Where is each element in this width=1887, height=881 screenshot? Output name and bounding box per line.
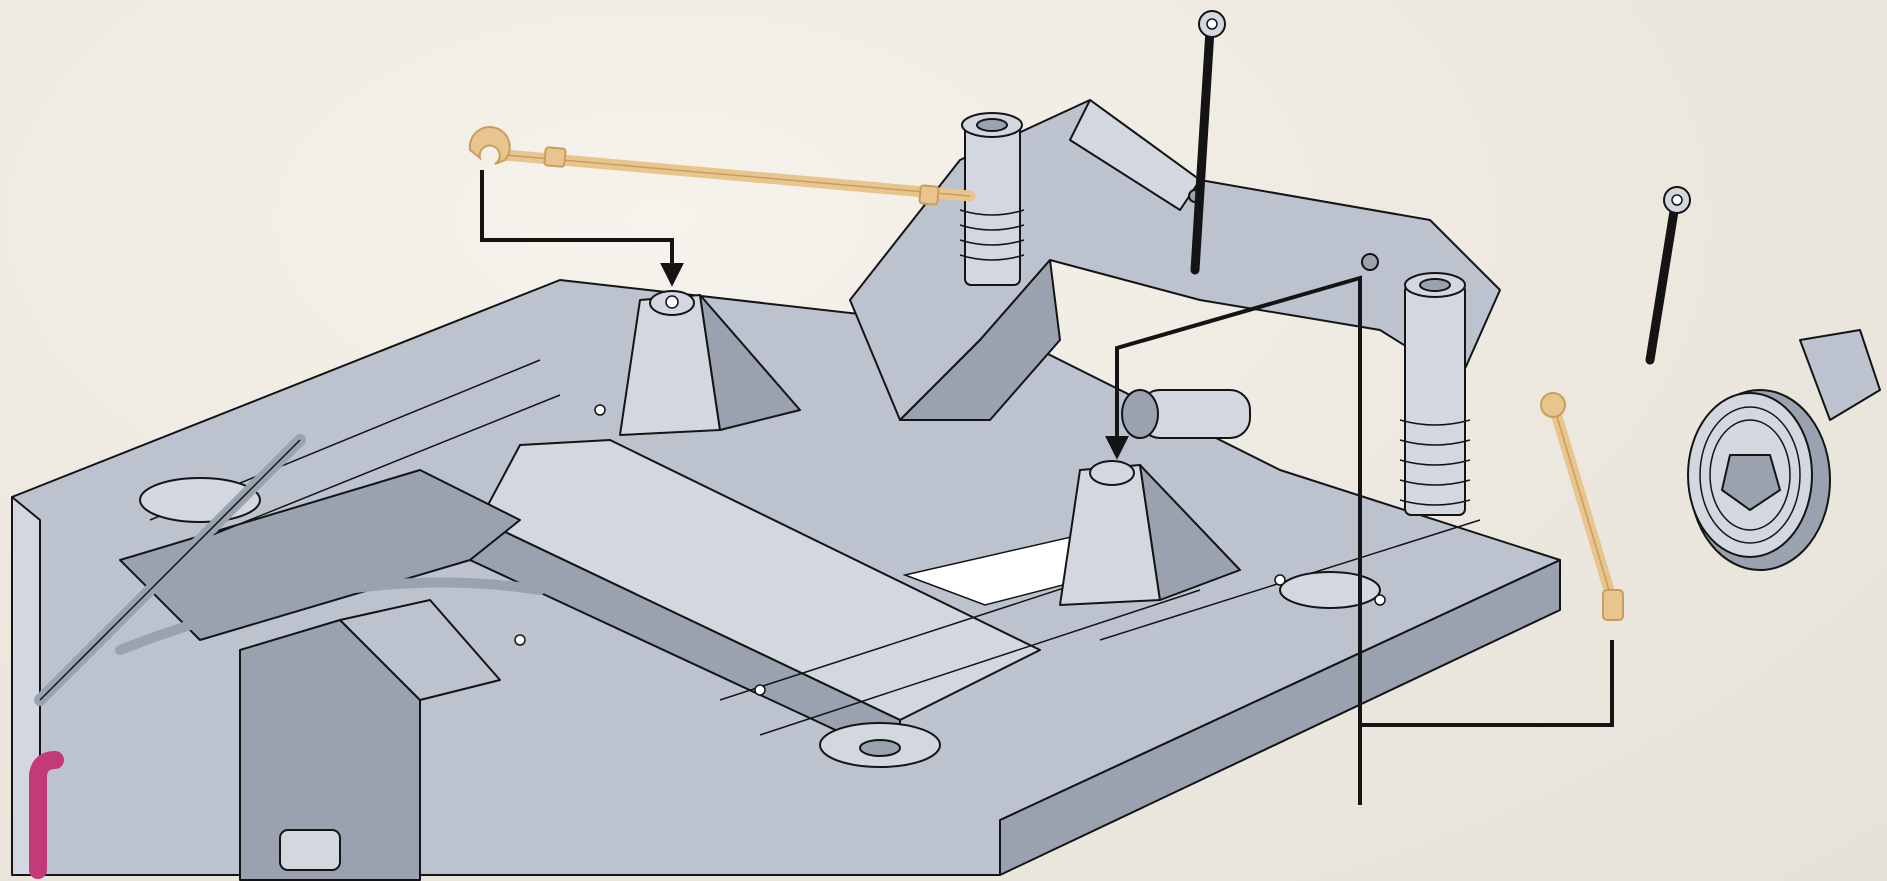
right-strut-assembly <box>1399 272 1471 516</box>
right-bracket-mount <box>1059 460 1241 606</box>
brake-lines <box>34 434 545 706</box>
rear-right-stabilizer-link <box>1540 392 1624 621</box>
rear-left-stabilizer-link <box>468 126 976 206</box>
rear-wheel-hub <box>1687 329 1881 571</box>
upper-shock-rods <box>1190 10 1691 365</box>
left-bracket-mount <box>619 290 801 436</box>
coolant-hose <box>29 751 64 879</box>
drive-shaft <box>1121 389 1251 439</box>
callout-arrow-right <box>1105 275 1614 805</box>
lower-left-components <box>239 599 501 881</box>
rear-subframe <box>849 99 1501 421</box>
left-strut-assembly <box>959 112 1025 286</box>
callout-arrow-left <box>480 170 684 287</box>
